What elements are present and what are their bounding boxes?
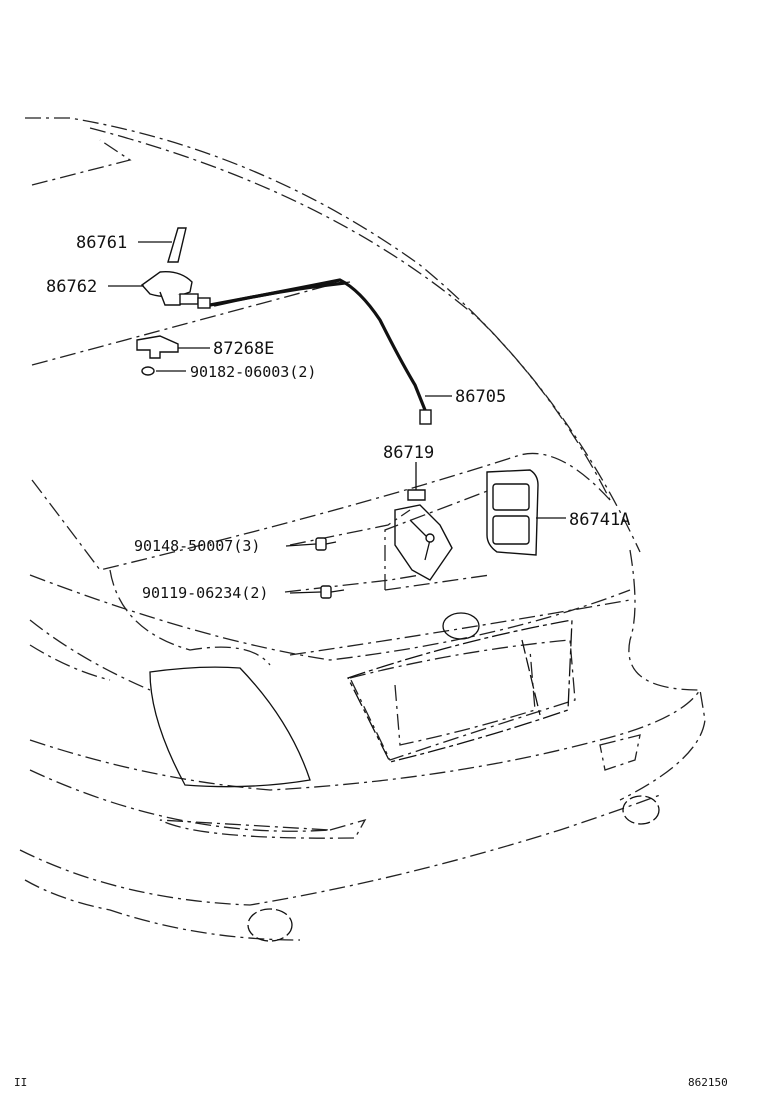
bolt-90119: [320, 585, 345, 599]
label-86761: 86761: [76, 233, 127, 253]
label-87268E: 87268E: [213, 339, 274, 359]
module-86741A: [486, 469, 539, 556]
label-86762: 86762: [46, 277, 97, 297]
diagram-number: 862150: [688, 1076, 728, 1089]
mounting-outline: [384, 489, 491, 591]
label-86719: 86719: [383, 443, 434, 463]
bracket-86719: [394, 489, 453, 581]
bracket-87268E: [136, 335, 179, 359]
trunk-emblem: [442, 612, 480, 640]
corner-mark: II: [14, 1076, 28, 1089]
label-90148: 90148-50007(3): [134, 537, 260, 555]
label-90119: 90119-06234(2): [142, 584, 268, 602]
nut-90182: [141, 366, 155, 376]
exhaust-tips: [247, 795, 660, 942]
antenna-cord-86705: [208, 278, 432, 425]
tail-lamp: [149, 666, 311, 788]
antenna-base-86762: [140, 271, 211, 309]
label-86741A: 86741A: [569, 510, 630, 530]
license-plate-area: [347, 619, 573, 763]
leader-lines: [108, 241, 566, 594]
antenna-rod-86761: [167, 227, 187, 263]
label-86705: 86705: [455, 387, 506, 407]
bolt-90148: [315, 537, 337, 551]
vehicle-outline: [19, 117, 706, 941]
label-90182: 90182-06003(2): [190, 363, 316, 381]
